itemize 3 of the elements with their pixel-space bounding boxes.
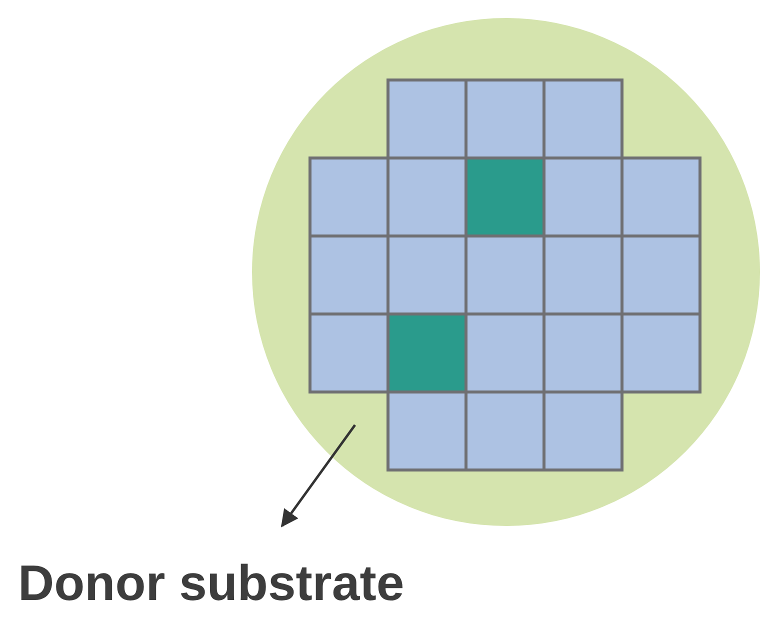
wafer-drawing [252,18,760,526]
substrate-label: Donor substrate [18,548,558,618]
arrow [280,424,356,528]
